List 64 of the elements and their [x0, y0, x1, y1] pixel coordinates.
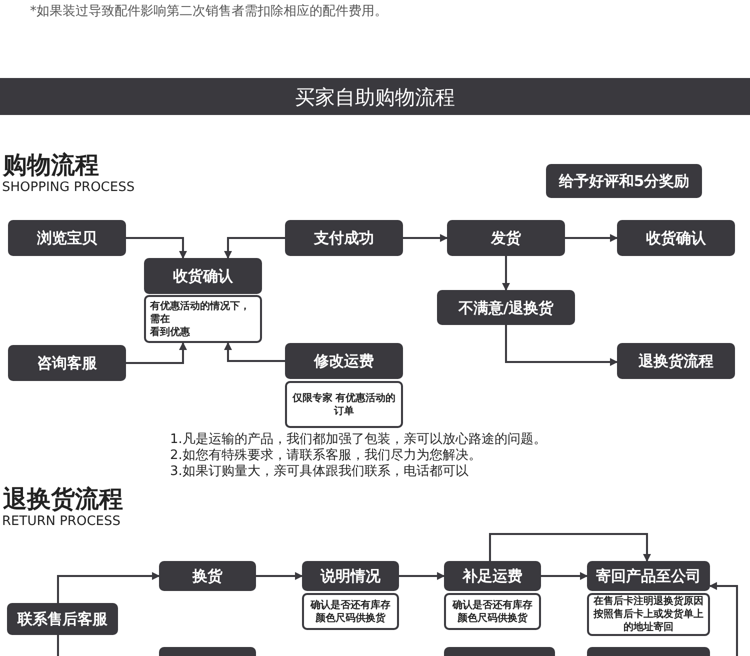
step-label: 联系售后客服: [18, 610, 108, 628]
step-label: 支付成功: [314, 229, 374, 247]
note-text: 2.如您有特殊要求，请联系客服，我们尽力为您解决。: [170, 448, 482, 464]
note-box: [587, 593, 710, 636]
process-box: [285, 220, 403, 256]
step-label: 说明情况: [320, 567, 380, 585]
step-label: 不满意/退换货: [458, 298, 554, 316]
note-text: 在售后卡注明退换货原因按照售后卡上或发货单上的地址寄回: [593, 595, 704, 634]
process-box: [617, 220, 735, 256]
process-box: [7, 603, 118, 635]
note-text: 有优惠活动的情况下，需在: [150, 300, 251, 326]
process-box: [444, 561, 541, 591]
process-box: [8, 220, 126, 256]
step-label: 收货确认: [646, 229, 706, 247]
section-subheading: SHOPPING PROCESS: [2, 180, 135, 195]
arrow: [541, 572, 588, 580]
arrow: [709, 582, 738, 656]
note-text: 仅限专家 有优惠活动的订单: [291, 392, 397, 418]
step-label: 发货: [491, 229, 521, 247]
process-box: [546, 164, 702, 198]
step-label: 浏览宝贝: [37, 229, 97, 247]
step-label: 退换货流程: [638, 352, 714, 370]
arrow: [502, 256, 510, 291]
step-label: 换货: [192, 567, 222, 585]
section-heading: 退换货流程: [3, 484, 123, 514]
arrow: [57, 572, 160, 603]
arrow: [403, 234, 448, 242]
note-text: 确认是否还有库存颜色尺码供换货: [309, 598, 392, 624]
process-box: [437, 290, 575, 325]
note-text: 1.凡是运输的产品，我们都加强了包装，亲可以放心路途的问题。: [170, 432, 546, 448]
process-box: [159, 561, 256, 591]
process-box: [587, 561, 710, 591]
process-box: [302, 561, 399, 591]
arrow: [399, 572, 445, 580]
note-text: 确认是否还有库存颜色尺码供换货: [451, 598, 534, 624]
note-text: 3.如果订购量大，亲可具体跟我们联系，电话都可以: [170, 464, 468, 480]
process-box: [617, 343, 735, 379]
step-label: 给予好评和5分奖励: [558, 172, 690, 190]
note-text: 看到优惠: [150, 326, 190, 338]
note-box: [302, 593, 399, 630]
step-label: 补足运费: [462, 567, 522, 585]
step-label: 寄回产品至公司: [596, 567, 701, 585]
step-label: 收货确认: [173, 267, 233, 285]
note-text: *如果装过导致配件影响第二次销售者需扣除相应的配件费用。: [30, 3, 388, 21]
arrow: [126, 342, 187, 364]
note-box: [285, 381, 403, 428]
title-text: 买家自助购物流程: [295, 84, 455, 110]
step-label: 咨询客服: [37, 354, 97, 372]
arrow: [224, 342, 285, 362]
process-box: [144, 258, 262, 294]
process-box: [447, 220, 565, 256]
arrow: [126, 237, 187, 259]
note-box: [144, 295, 262, 343]
note-box: [444, 593, 541, 630]
section-subheading: RETURN PROCESS: [2, 514, 120, 529]
process-box: [8, 345, 126, 381]
arrow: [505, 325, 618, 366]
arrow: [224, 237, 285, 259]
arrow: [489, 533, 651, 562]
step-label: 修改运费: [314, 352, 374, 370]
section-heading: 购物流程: [3, 150, 99, 180]
arrow: [565, 234, 618, 242]
arrow: [256, 572, 303, 580]
process-box: [285, 343, 403, 379]
